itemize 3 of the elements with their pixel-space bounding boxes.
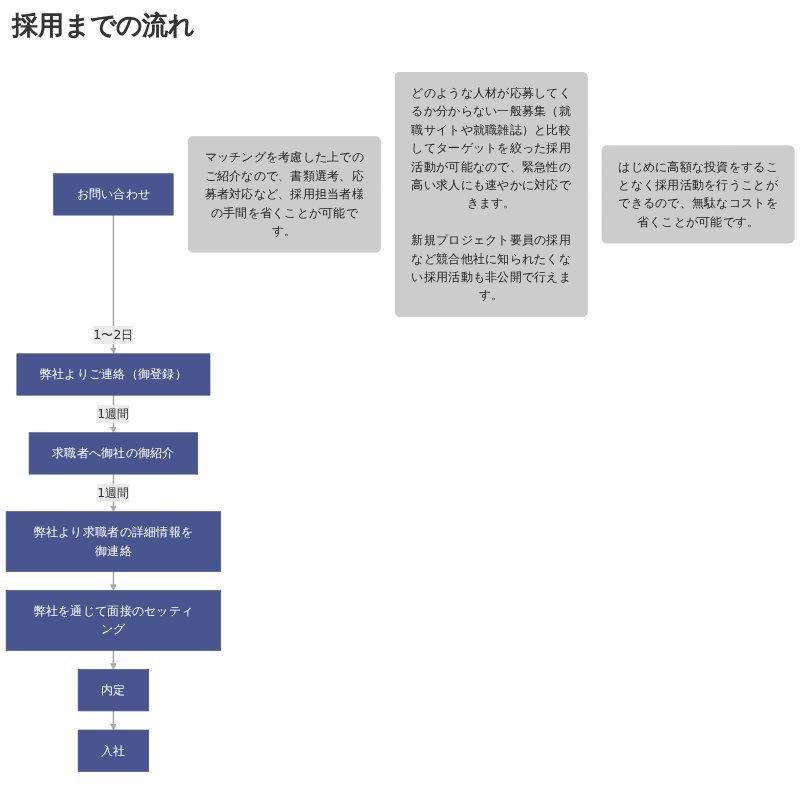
diagram-title: 採用までの流れ — [12, 9, 196, 44]
arrow — [110, 214, 117, 355]
arrow — [110, 710, 117, 731]
